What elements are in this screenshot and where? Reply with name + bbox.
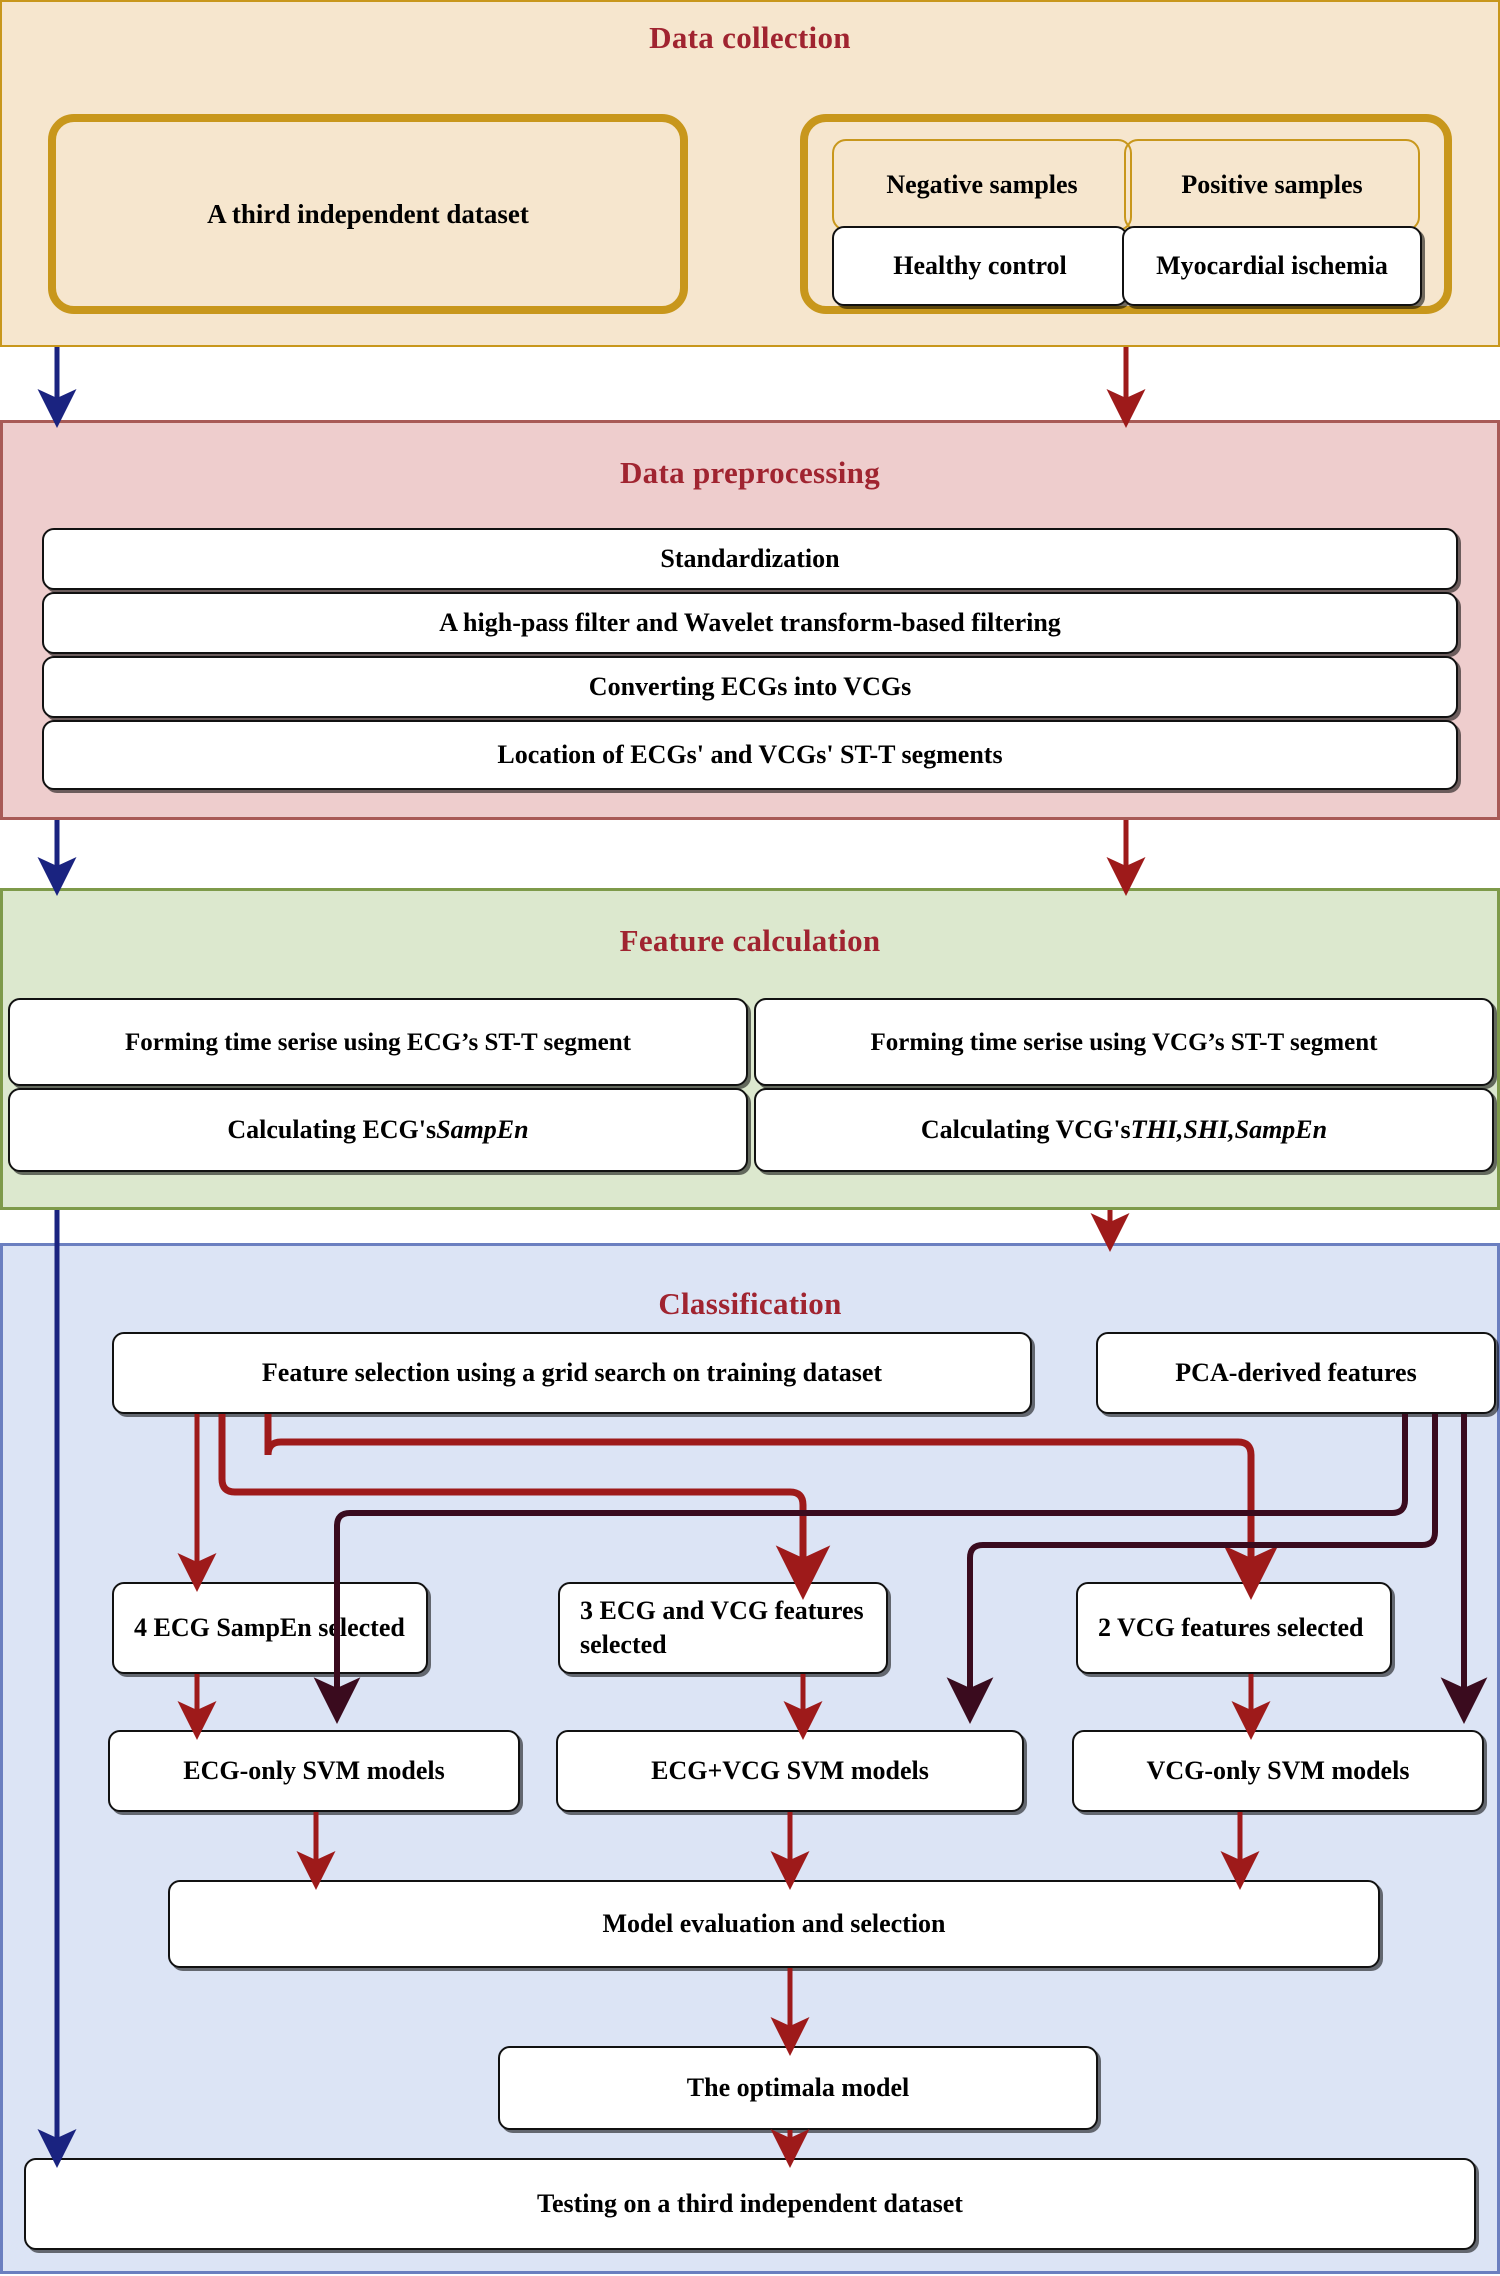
negative-samples-box: Negative samples [832, 139, 1132, 231]
selected-vcg-box: 2 VCG features selected [1076, 1582, 1392, 1674]
pca-derived-features-box: PCA-derived features [1096, 1332, 1496, 1414]
ecg-only-svm-models-box: ECG-only SVM models [108, 1730, 520, 1812]
ecg-forming-box: Forming time serise using ECG’s ST-T seg… [8, 998, 748, 1086]
vcg-calc-prefix: Calculating VCG's [920, 1114, 1131, 1144]
preprocess-step-filtering: A high-pass filter and Wavelet transform… [42, 592, 1458, 654]
section-title-feature-calculation: Feature calculation [619, 923, 881, 958]
preprocess-step-st-t-location: Location of ECGs' and VCGs' ST-T segment… [42, 720, 1458, 790]
vcg-forming-box: Forming time serise using VCG’s ST-T seg… [754, 998, 1494, 1086]
vcg-features-calc-box: Calculating VCG's THI,SHI,SampEn [754, 1088, 1494, 1172]
samples-outline [800, 114, 1452, 314]
section-data-collection: Data collection [0, 0, 1500, 347]
ecg-sampen-calc-box: Calculating ECG's SampEn [8, 1088, 748, 1172]
ecg-calc-italic: SampEn [436, 1114, 529, 1144]
positive-samples-box: Positive samples [1124, 139, 1420, 231]
vcg-calc-italic: THI,SHI,SampEn [1130, 1114, 1328, 1144]
third-dataset-label: A third independent dataset [207, 198, 529, 229]
healthy-control-box: Healthy control [832, 226, 1128, 306]
selected-ecg-vcg-box: 3 ECG and VCG features selected [558, 1582, 888, 1674]
section-title-data-collection: Data collection [649, 20, 851, 55]
myocardial-ischemia-box: Myocardial ischemia [1122, 226, 1422, 306]
ecg-vcg-svm-models-box: ECG+VCG SVM models [556, 1730, 1024, 1812]
third-dataset-outline [48, 114, 688, 314]
ecg-calc-prefix: Calculating ECG's [227, 1114, 437, 1144]
vcg-only-svm-models-box: VCG-only SVM models [1072, 1730, 1484, 1812]
model-evaluation-box: Model evaluation and selection [168, 1880, 1380, 1968]
optimal-model-box: The optimala model [498, 2046, 1098, 2130]
preprocess-step-standardization: Standardization [42, 528, 1458, 590]
section-title-classification: Classification [658, 1286, 842, 1321]
preprocess-step-ecg-to-vcg: Converting ECGs into VCGs [42, 656, 1458, 718]
selected-ecg-sampen-box: 4 ECG SampEn selected [112, 1582, 428, 1674]
feature-selection-box: Feature selection using a grid search on… [112, 1332, 1032, 1414]
section-title-data-preprocessing: Data preprocessing [620, 455, 880, 490]
testing-box: Testing on a third independent dataset [24, 2158, 1476, 2250]
